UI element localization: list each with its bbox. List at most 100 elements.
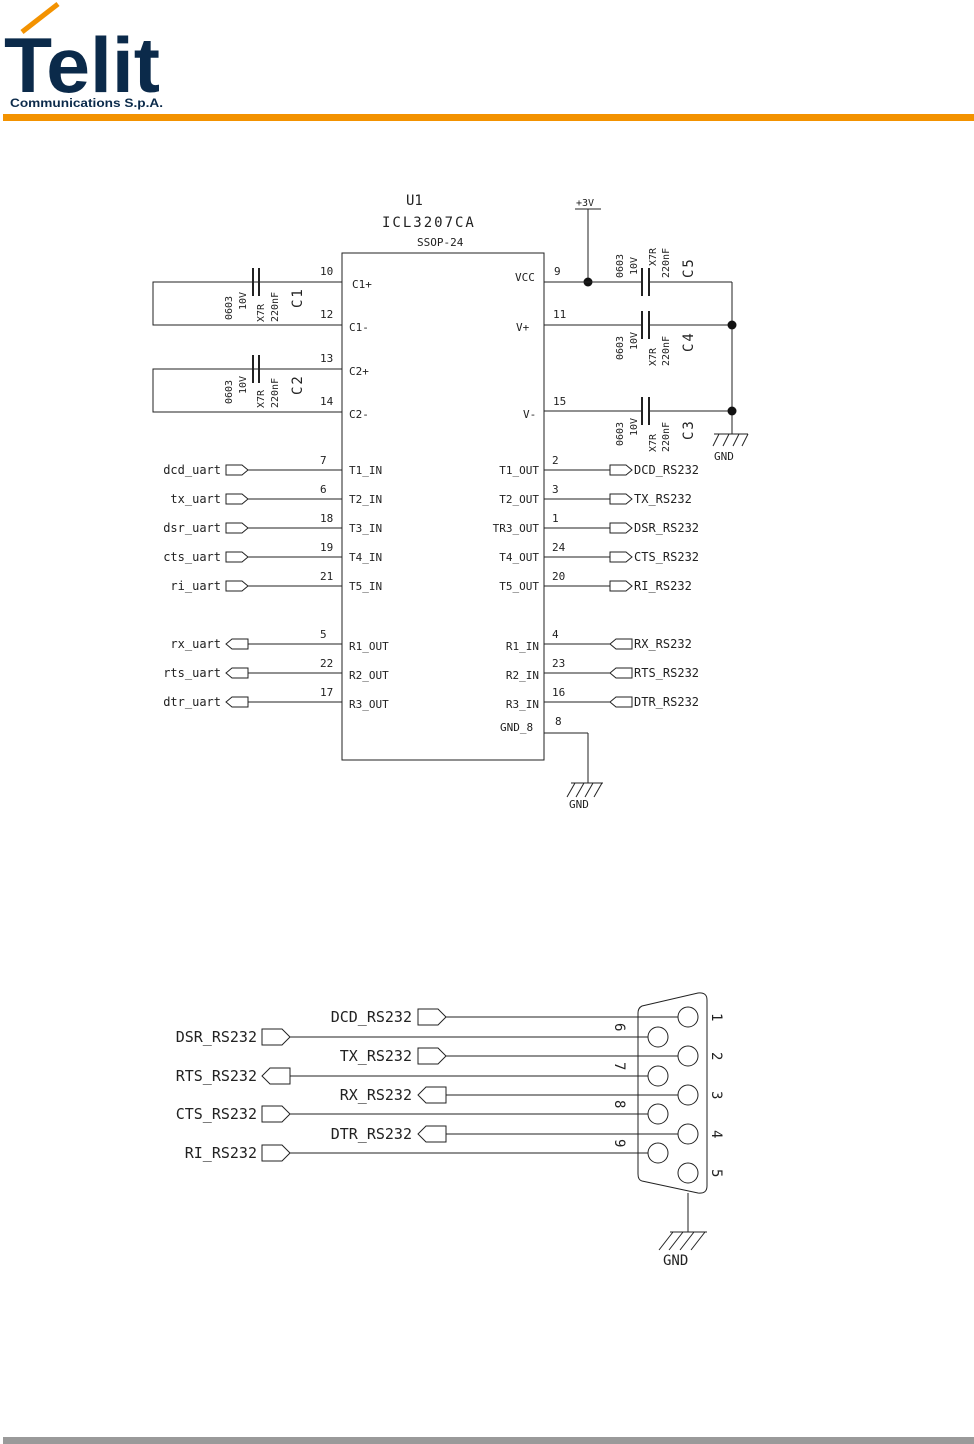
pin-name-right: R1_IN bbox=[506, 640, 539, 653]
tx-uart-port-icon bbox=[225, 493, 249, 505]
dcd-rs232-port-icon bbox=[609, 464, 633, 476]
pin-hole bbox=[677, 1006, 699, 1028]
net-label: RI_RS232 bbox=[185, 1144, 257, 1162]
pin-name-c1m: C1- bbox=[349, 321, 369, 334]
power-label: +3V bbox=[576, 198, 594, 209]
net-label-right: TX_RS232 bbox=[634, 492, 692, 506]
c1-wire bbox=[152, 281, 342, 326]
pin-name-right: T1_OUT bbox=[499, 464, 539, 477]
power-rail: +3V bbox=[575, 198, 601, 287]
c2-package: 0603 bbox=[224, 380, 235, 404]
c4-voltage: 10V bbox=[629, 332, 640, 350]
dtr-uart-port-icon bbox=[225, 696, 249, 708]
transceiver-schematic: U1 ICL3207CA SSOP-24 0603 10V X7R 220nF bbox=[152, 193, 749, 811]
net-label-right: CTS_RS232 bbox=[634, 550, 699, 564]
ri-rs232-port-icon bbox=[609, 580, 633, 592]
db9-shell bbox=[637, 992, 708, 1194]
cts-rs232-port-icon bbox=[261, 1105, 291, 1123]
c2-dielectric: X7R bbox=[256, 389, 267, 408]
c1-dielectric: X7R bbox=[256, 303, 267, 322]
dsr-rs232-port-icon bbox=[261, 1028, 291, 1046]
capacitor-c2: 0603 10V X7R 220nF C2 bbox=[152, 355, 342, 413]
net-label-left: cts_uart bbox=[163, 550, 221, 564]
c5-ref: C5 bbox=[681, 257, 697, 278]
db9-pin-5: 5 bbox=[677, 1162, 724, 1184]
pin-num-c1m: 12 bbox=[320, 308, 333, 321]
pin-num-c2m: 14 bbox=[320, 395, 334, 408]
net-label: RX_RS232 bbox=[340, 1086, 412, 1104]
pin-name-left: R2_OUT bbox=[349, 669, 389, 682]
net-label: TX_RS232 bbox=[340, 1047, 412, 1065]
c3-package: 0603 bbox=[615, 422, 626, 446]
ri-rs232-port-icon bbox=[261, 1144, 291, 1162]
c2-value: 220nF bbox=[270, 378, 281, 408]
tx-rs232-port-icon bbox=[609, 493, 633, 505]
pin-number: 2 bbox=[708, 1052, 724, 1060]
pin-hole bbox=[647, 1065, 669, 1087]
capacitor-c1: 0603 10V X7R 220nF C1 bbox=[152, 268, 342, 326]
pin-hole bbox=[647, 1142, 669, 1164]
c1-value: 220nF bbox=[270, 292, 281, 322]
gnd-hatch-3 bbox=[732, 433, 740, 447]
rts-rs232-port-icon bbox=[609, 667, 633, 679]
gnd-hatch-2 bbox=[668, 1231, 684, 1251]
pin-name-left: R3_OUT bbox=[349, 698, 389, 711]
c5-dielectric: X7R bbox=[648, 247, 659, 266]
pin-number: 4 bbox=[708, 1130, 724, 1138]
gnd-hatch-3 bbox=[584, 782, 594, 798]
pin-num-left: 17 bbox=[320, 686, 333, 699]
pin-num-left: 18 bbox=[320, 512, 333, 525]
pin-number: 1 bbox=[708, 1013, 724, 1021]
net-label: RTS_RS232 bbox=[176, 1067, 257, 1085]
pin-num-right: 3 bbox=[552, 483, 559, 496]
pin-hole bbox=[677, 1045, 699, 1067]
pin-name-left: T3_IN bbox=[349, 522, 382, 535]
pin-num-right: 16 bbox=[552, 686, 565, 699]
dcd-uart-port-icon bbox=[225, 464, 249, 476]
c4-value: 220nF bbox=[661, 336, 672, 366]
pin-name-right: T2_OUT bbox=[499, 493, 539, 506]
c4-dielectric: X7R bbox=[648, 347, 659, 366]
net-label-right: DTR_RS232 bbox=[634, 695, 699, 709]
pin-hole bbox=[677, 1123, 699, 1145]
pin-num-vminus: 15 bbox=[553, 395, 566, 408]
pin-name-right: T4_OUT bbox=[499, 551, 539, 564]
gnd-label-chip: GND bbox=[569, 798, 589, 811]
pin-num-vplus: 11 bbox=[553, 308, 566, 321]
dcd-rs232-port-icon bbox=[417, 1008, 447, 1026]
logo-swoosh bbox=[20, 2, 60, 34]
c3-dielectric: X7R bbox=[648, 433, 659, 452]
c3-value: 220nF bbox=[661, 422, 672, 452]
junction-vminus bbox=[727, 406, 737, 416]
dsr-uart-port-icon bbox=[225, 522, 249, 534]
net-label-left: ri_uart bbox=[170, 579, 221, 593]
c3-ref: C3 bbox=[681, 419, 697, 440]
capacitor-c5: 0603 10V X7R 220nF C5 bbox=[615, 247, 697, 296]
cts-uart-port-icon bbox=[225, 551, 249, 563]
pin-num-right: 24 bbox=[552, 541, 566, 554]
gnd-hatch-1 bbox=[658, 1231, 674, 1251]
dsr-rs232-port-icon bbox=[609, 522, 633, 534]
c4-ref: C4 bbox=[681, 331, 697, 352]
pin-num-left: 6 bbox=[320, 483, 327, 496]
capacitor-c3: 0603 10V X7R 220nF C3 bbox=[615, 397, 697, 452]
gnd-hatch-1 bbox=[566, 782, 576, 798]
pin-name-c1p: C1+ bbox=[352, 278, 372, 291]
net-label-right: RTS_RS232 bbox=[634, 666, 699, 680]
pin-name-vcc: VCC bbox=[515, 271, 535, 284]
c4-package: 0603 bbox=[615, 336, 626, 360]
gnd-label-connector: GND bbox=[663, 1253, 688, 1269]
chip-body bbox=[341, 252, 545, 761]
db9-pin-2: 2 TX_RS232 bbox=[340, 1045, 724, 1067]
pin-num-gnd: 8 bbox=[555, 715, 562, 728]
pin-name-left: R1_OUT bbox=[349, 640, 389, 653]
